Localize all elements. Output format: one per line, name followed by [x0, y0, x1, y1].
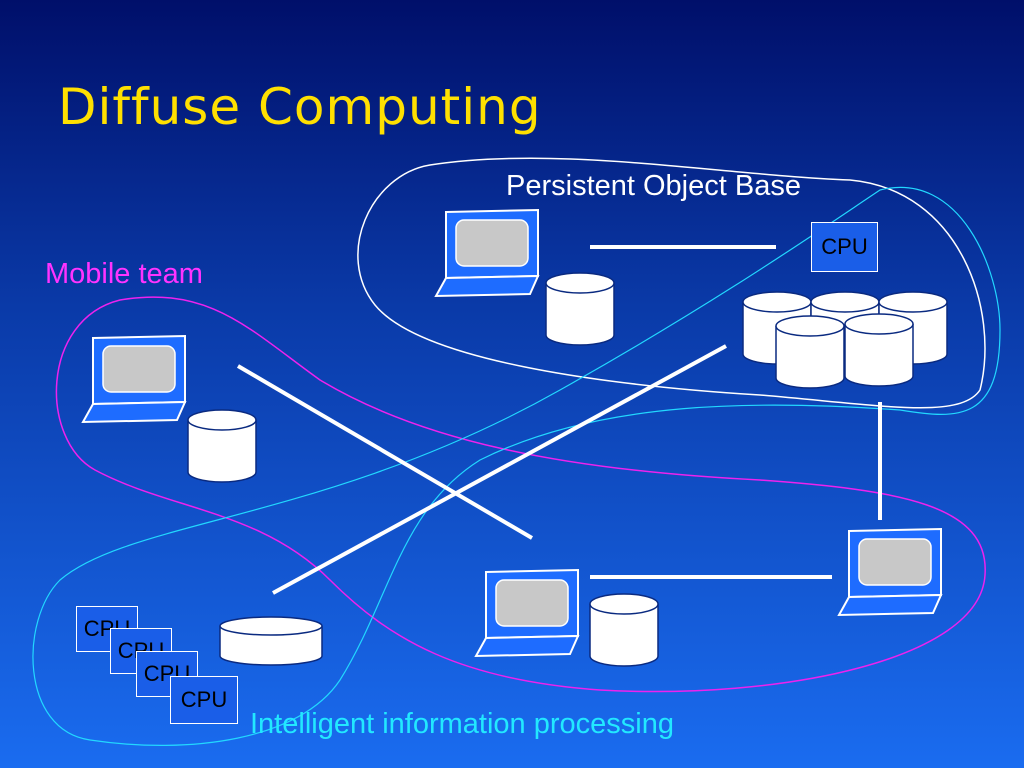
database-icon	[545, 272, 615, 346]
cpu-box: CPU	[170, 676, 238, 724]
laptop-icon	[475, 569, 579, 657]
cpu-label: CPU	[180, 687, 228, 712]
database-cluster-icon	[742, 291, 948, 389]
link-mobile-to-center	[236, 364, 534, 540]
storage-disk-icon	[219, 616, 323, 666]
mobile-team-label: Mobile team	[45, 258, 203, 290]
laptop-icon	[82, 335, 186, 423]
intelligent-processing-region	[32, 187, 1001, 747]
laptop-icon	[838, 528, 942, 616]
persistent-object-base-label: Persistent Object Base	[506, 170, 801, 202]
cpu-box: CPU	[136, 651, 198, 697]
cpu-label: CPU	[821, 234, 868, 259]
database-icon	[187, 409, 257, 483]
database-icon	[589, 593, 659, 667]
link-storage-to-pob	[272, 344, 727, 595]
slide-title: Diffuse Computing	[58, 78, 542, 136]
persistent-object-base-region	[357, 157, 986, 409]
intelligent-processing-label: Intelligent information processing	[250, 708, 674, 740]
mobile-team-region	[55, 296, 986, 693]
laptop-icon	[435, 209, 539, 297]
cpu-box: CPU	[811, 222, 878, 272]
